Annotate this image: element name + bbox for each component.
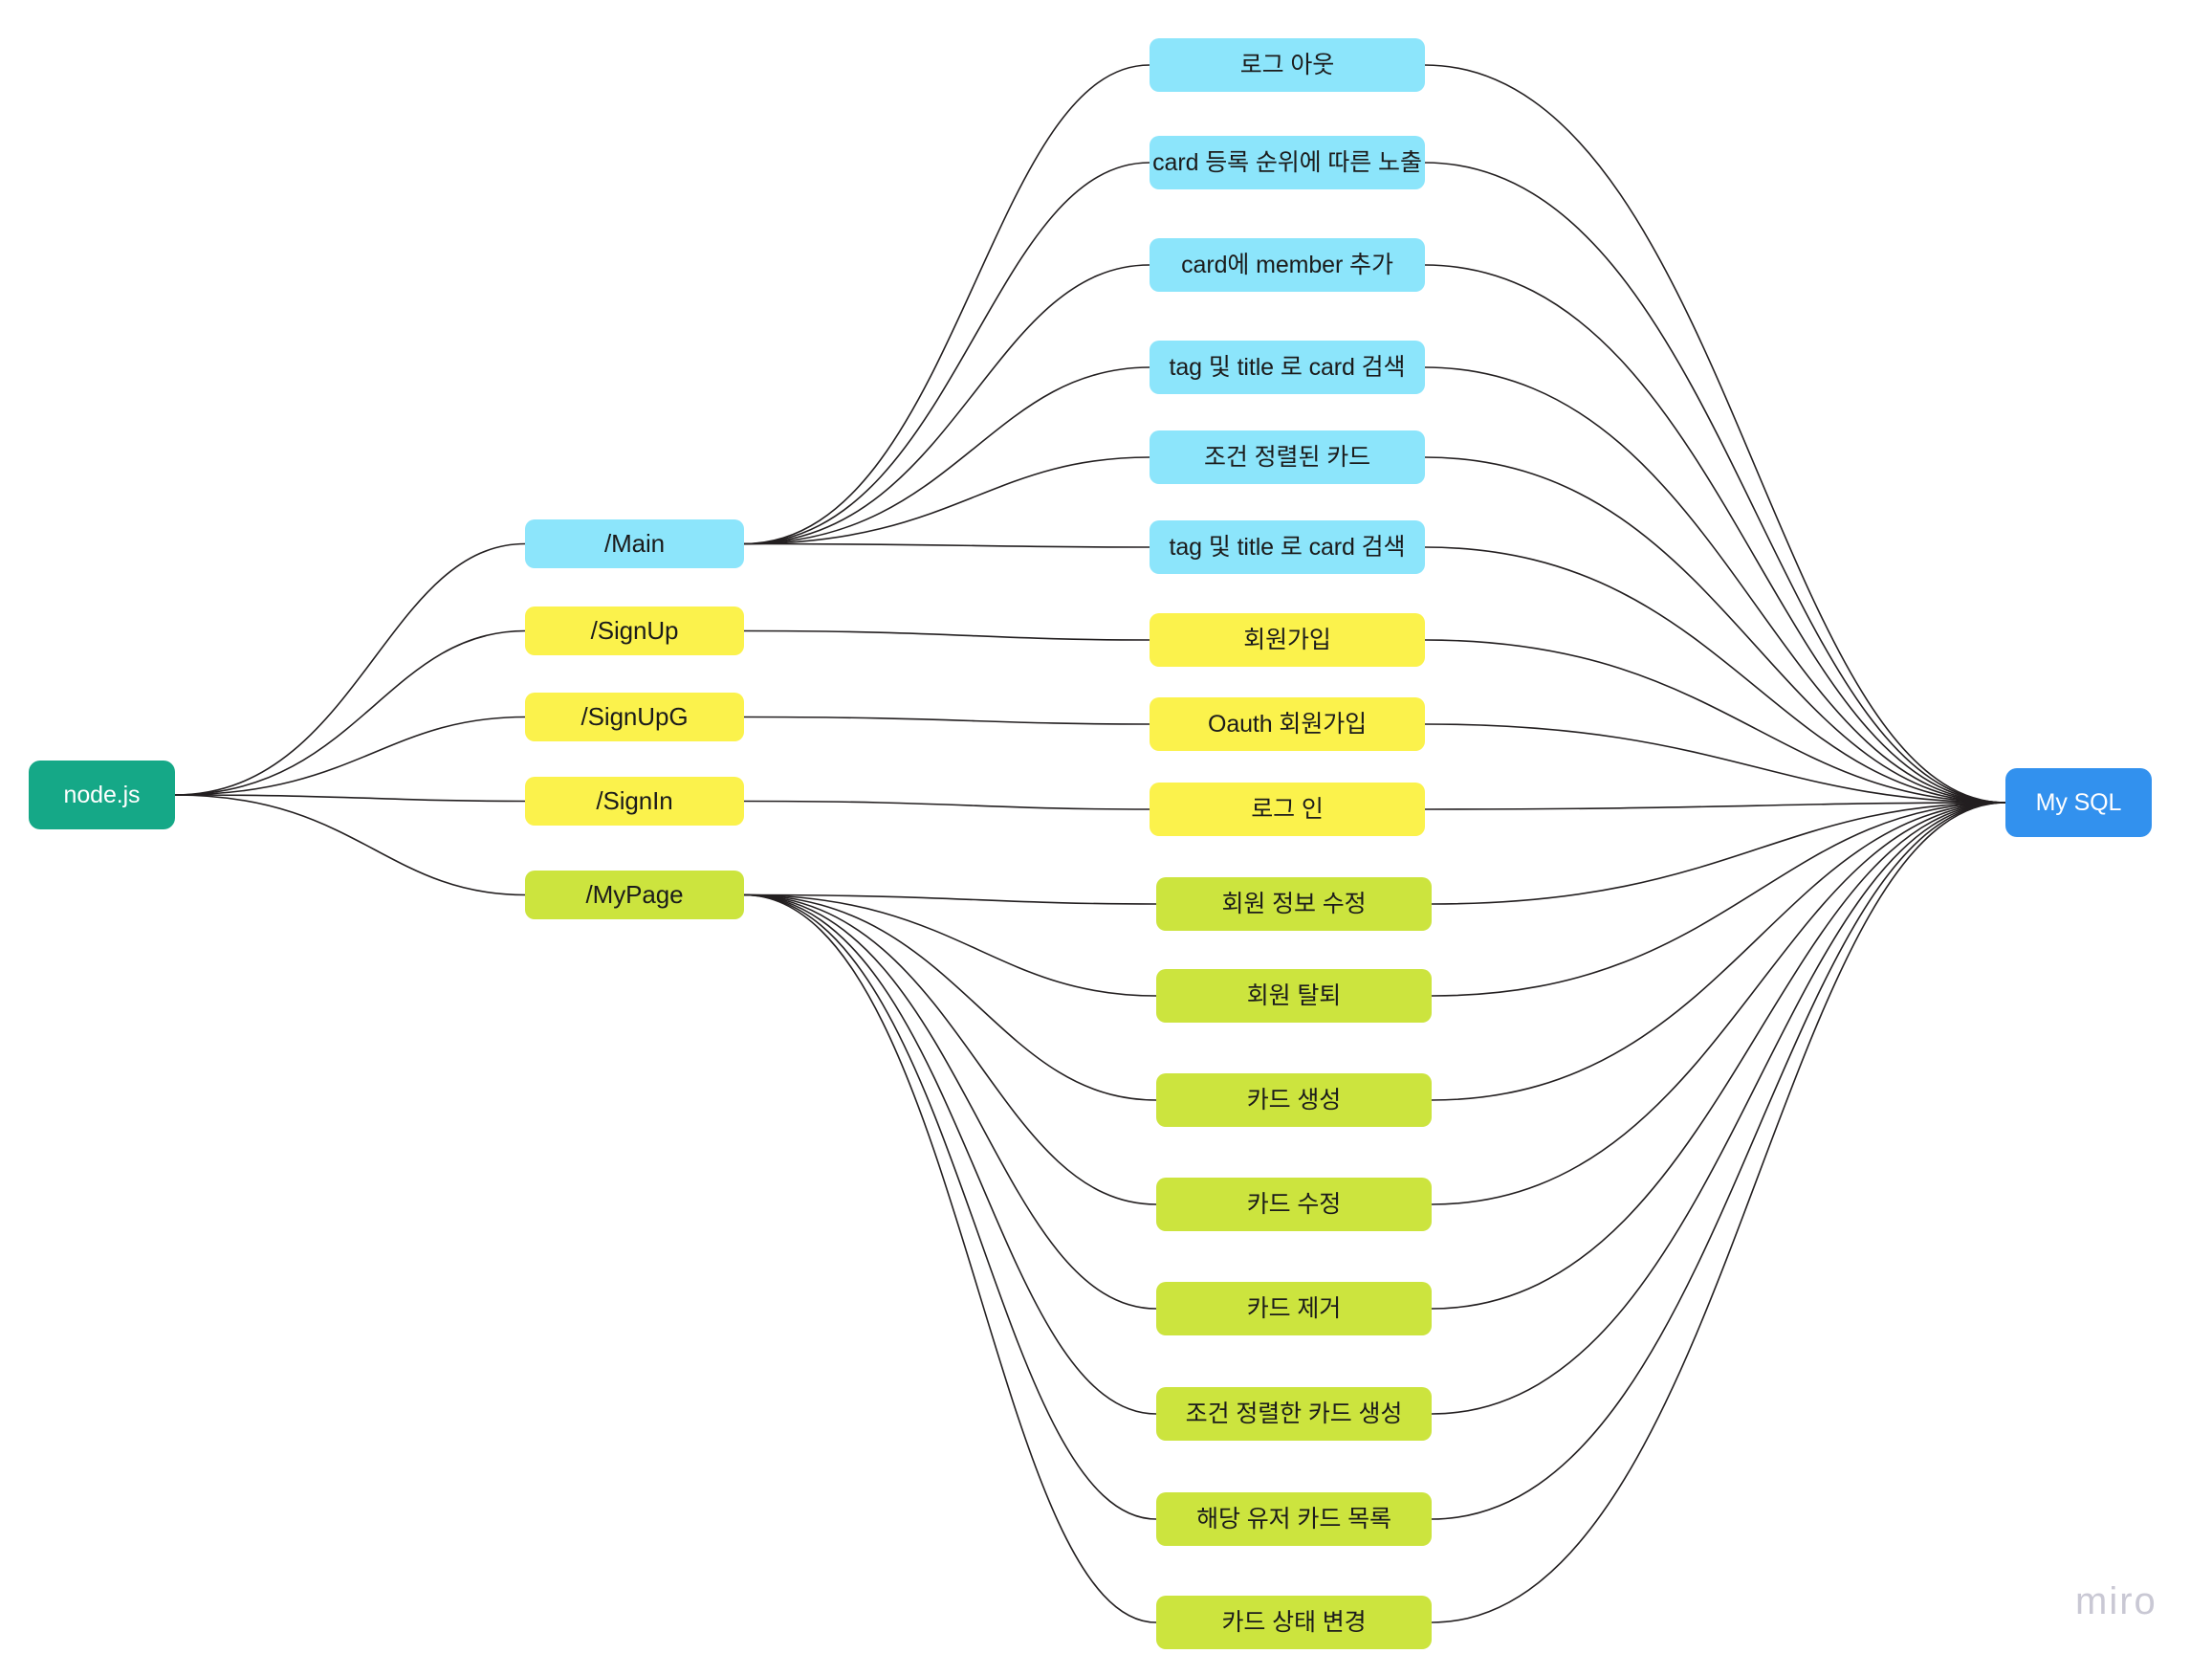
action-node-a13-label: 카드 수정 (1246, 1190, 1342, 1218)
edge-a8-to-mysql (1424, 723, 2006, 804)
edge-a6-to-mysql (1424, 546, 2006, 804)
route-node-signin[interactable]: /SignIn (525, 777, 744, 826)
edge-main-to-a3 (743, 264, 1150, 545)
route-node-signup[interactable]: /SignUp (525, 606, 744, 655)
action-node-a2-label: card 등록 순위에 따른 노출 (1152, 148, 1422, 176)
edge-signupg-to-a8 (743, 716, 1150, 725)
edge-a11-to-mysql (1431, 802, 2006, 997)
edge-nodejs-to-signup (174, 629, 526, 796)
action-node-a2[interactable]: card 등록 순위에 따른 노출 (1150, 136, 1425, 189)
edge-main-to-a5 (743, 456, 1150, 545)
action-node-a8-label: Oauth 회원가입 (1207, 710, 1368, 738)
route-node-mypage-label: /MyPage (585, 879, 684, 909)
edge-mypage-to-a11 (743, 893, 1157, 997)
action-node-a7-label: 회원가입 (1243, 626, 1331, 653)
action-node-a4-label: tag 및 title 로 card 검색 (1169, 353, 1406, 381)
route-node-mypage[interactable]: /MyPage (525, 871, 744, 919)
edge-nodejs-to-main (174, 542, 526, 796)
action-node-a12[interactable]: 카드 생성 (1156, 1073, 1432, 1127)
edge-a16-to-mysql (1431, 802, 2006, 1520)
action-node-a6-label: tag 및 title 로 card 검색 (1169, 533, 1406, 561)
action-node-a16-label: 해당 유저 카드 목록 (1196, 1505, 1391, 1533)
edge-a4-to-mysql (1424, 366, 2006, 804)
node-nodejs-label: node.js (63, 781, 141, 808)
edge-a1-to-mysql (1424, 64, 2006, 804)
edge-a12-to-mysql (1431, 802, 2006, 1101)
node-mysql[interactable]: My SQL (2005, 768, 2152, 837)
action-node-a9[interactable]: 로그 인 (1150, 783, 1425, 836)
action-node-a11-label: 회원 탈퇴 (1246, 981, 1342, 1009)
edge-main-to-a4 (743, 366, 1150, 545)
action-node-a7[interactable]: 회원가입 (1150, 613, 1425, 667)
edge-nodejs-to-mypage (174, 794, 526, 896)
miro-watermark: miro (2075, 1580, 2157, 1622)
edge-mypage-to-a10 (743, 893, 1157, 905)
edge-mypage-to-a12 (743, 893, 1157, 1101)
edge-a3-to-mysql (1424, 264, 2006, 804)
route-node-main[interactable]: /Main (525, 519, 744, 568)
action-node-a15-label: 조건 정렬한 카드 생성 (1185, 1400, 1403, 1427)
action-node-a1-label: 로그 아웃 (1239, 51, 1335, 78)
action-node-a4[interactable]: tag 및 title 로 card 검색 (1150, 341, 1425, 394)
action-node-a9-label: 로그 인 (1251, 795, 1324, 823)
action-node-a12-label: 카드 생성 (1246, 1086, 1342, 1114)
route-node-signin-label: /SignIn (596, 785, 673, 815)
action-node-a5-label: 조건 정렬된 카드 (1204, 443, 1370, 471)
action-node-a6[interactable]: tag 및 title 로 card 검색 (1150, 520, 1425, 574)
action-node-a17-label: 카드 상태 변경 (1221, 1608, 1367, 1636)
edge-signup-to-a7 (743, 629, 1150, 641)
edge-mypage-to-a16 (743, 893, 1157, 1520)
action-node-a8[interactable]: Oauth 회원가입 (1150, 697, 1425, 751)
edge-a5-to-mysql (1424, 456, 2006, 804)
edge-mypage-to-a17 (743, 893, 1157, 1623)
node-mysql-label: My SQL (2035, 788, 2122, 816)
action-node-a3-label: card에 member 추가 (1181, 251, 1393, 278)
edge-a15-to-mysql (1431, 802, 2006, 1415)
edge-a10-to-mysql (1431, 802, 2006, 905)
action-node-a5[interactable]: 조건 정렬된 카드 (1150, 430, 1425, 484)
edge-a17-to-mysql (1431, 802, 2006, 1623)
action-node-a11[interactable]: 회원 탈퇴 (1156, 969, 1432, 1023)
action-node-a10-label: 회원 정보 수정 (1221, 890, 1367, 917)
edge-main-to-a1 (743, 64, 1150, 545)
action-node-a10[interactable]: 회원 정보 수정 (1156, 877, 1432, 931)
edge-main-to-a2 (743, 162, 1150, 545)
edge-a7-to-mysql (1424, 639, 2006, 804)
edge-a13-to-mysql (1431, 802, 2006, 1205)
edge-main-to-a6 (743, 542, 1150, 548)
edge-a14-to-mysql (1431, 802, 2006, 1310)
edge-mypage-to-a14 (743, 893, 1157, 1310)
action-node-a15[interactable]: 조건 정렬한 카드 생성 (1156, 1387, 1432, 1441)
route-node-signupg[interactable]: /SignUpG (525, 693, 744, 741)
action-node-a3[interactable]: card에 member 추가 (1150, 238, 1425, 292)
edge-a2-to-mysql (1424, 162, 2006, 804)
node-nodejs[interactable]: node.js (29, 761, 175, 829)
route-node-signupg-label: /SignUpG (580, 701, 689, 731)
action-node-a17[interactable]: 카드 상태 변경 (1156, 1596, 1432, 1649)
action-node-a16[interactable]: 해당 유저 카드 목록 (1156, 1492, 1432, 1546)
route-node-signup-label: /SignUp (590, 615, 679, 645)
edge-mypage-to-a13 (743, 893, 1157, 1205)
route-node-main-label: /Main (603, 528, 666, 558)
action-node-a14[interactable]: 카드 제거 (1156, 1282, 1432, 1335)
edge-nodejs-to-signupg (174, 716, 526, 796)
action-node-a1[interactable]: 로그 아웃 (1150, 38, 1425, 92)
action-node-a13[interactable]: 카드 수정 (1156, 1178, 1432, 1231)
edge-signin-to-a9 (743, 800, 1150, 810)
edge-a9-to-mysql (1424, 802, 2006, 810)
edge-nodejs-to-signin (174, 794, 526, 803)
edge-mypage-to-a15 (743, 893, 1157, 1415)
action-node-a14-label: 카드 제거 (1246, 1294, 1342, 1322)
